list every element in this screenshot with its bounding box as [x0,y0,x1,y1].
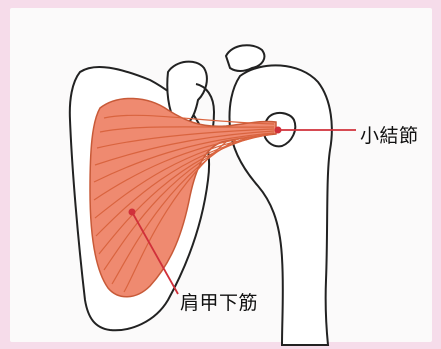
lesser-tuberosity-label: 小結節 [360,121,419,148]
subscapularis-label: 肩甲下筋 [180,288,258,315]
